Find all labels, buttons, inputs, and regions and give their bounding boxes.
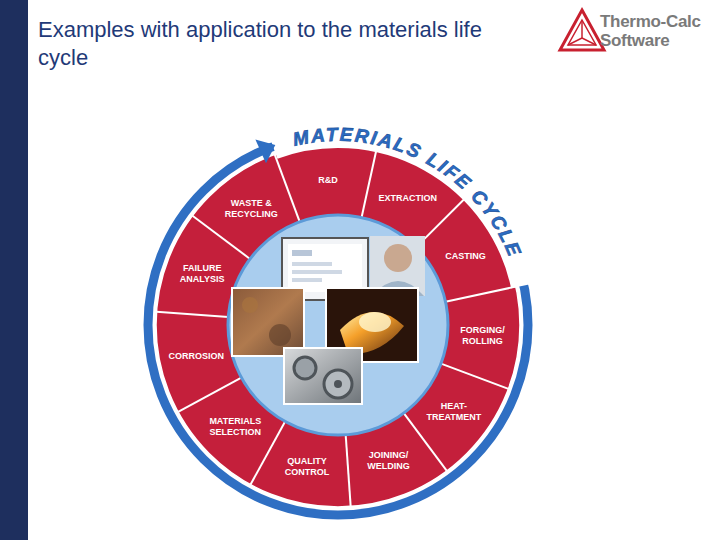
center-disk [228,215,448,435]
segment-divider [346,435,351,507]
segment-divider [275,154,300,222]
life-cycle-segment: FAILURE ANALYSIS [180,263,225,285]
life-cycle-segment: QUALITY CONTROL [285,456,330,478]
arc-title-text: MATERIALS LIFE CYCLE [291,124,526,261]
segment-label: CASTING [445,250,486,261]
life-cycle-segment: R&D [318,175,338,186]
segment-dividers [156,147,515,506]
segment-label: WASTE & RECYCLING [225,198,278,220]
logo-text: Thermo-Calc [600,12,701,32]
segment-label: QUALITY CONTROL [285,456,330,478]
segment-divider [178,378,241,412]
life-cycle-segment: HEAT- TREATMENT [426,401,481,423]
segment-ring [192,179,484,471]
segment-divider [362,147,377,217]
segment-divider [156,312,228,317]
photo-collage [232,236,425,404]
segment-divider [441,364,508,389]
segment-label: JOINING/ WELDING [367,450,410,472]
life-cycle-segment: EXTRACTION [378,192,437,203]
segment-label: HEAT- TREATMENT [426,401,481,423]
segment-divider [446,287,516,302]
life-cycle-segment: MATERIALS SELECTION [209,416,261,438]
segment-label: R&D [318,175,338,186]
cycle-arrow-head [255,140,275,164]
life-cycle-segment: FORGING/ ROLLING [460,325,505,347]
arc-title: MATERIALS LIFE CYCLE [291,124,526,261]
life-cycle-segment: JOINING/ WELDING [367,450,410,472]
life-cycle-segment: CASTING [445,250,486,261]
life-cycle-segment: CORROSION [169,350,225,361]
segment-label: MATERIALS SELECTION [209,416,261,438]
segment-label: FAILURE ANALYSIS [180,263,225,285]
slide-title: Examples with application to the materia… [38,16,528,72]
logo-triangle [560,10,604,50]
segment-label: FORGING/ ROLLING [460,325,505,347]
logo-text: Software [600,31,669,51]
segment-divider [192,216,250,259]
life-cycle-segment: WASTE & RECYCLING [225,198,278,220]
segment-label: CORROSION [169,350,225,361]
segment-label: EXTRACTION [378,192,437,203]
side-bar [0,0,28,540]
